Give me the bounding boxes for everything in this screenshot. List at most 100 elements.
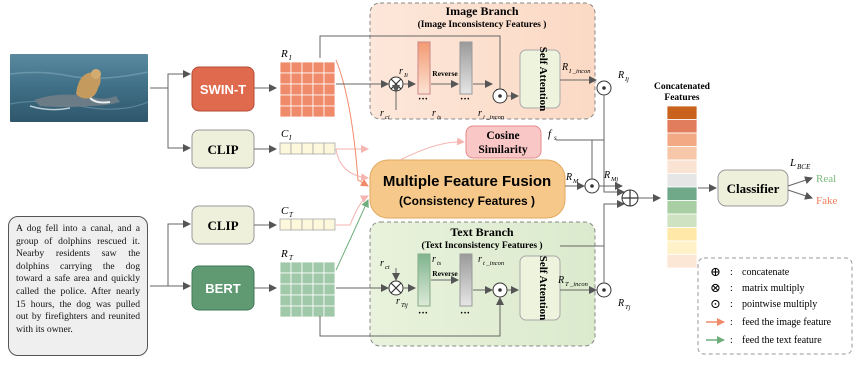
- ci-sub: I: [288, 134, 292, 142]
- fake-label: Fake: [816, 195, 838, 207]
- image-R-I-incon: R: [561, 62, 568, 73]
- clip-image-label: CLIP: [207, 142, 238, 157]
- clip-image-feature-cell: [312, 142, 325, 155]
- text-feature-cell: [301, 305, 314, 318]
- ct-label: C: [281, 205, 289, 217]
- clip-text-feature-cell: [312, 218, 325, 231]
- cosine-similarity-box: [465, 125, 542, 159]
- image-feature-cell: [323, 83, 336, 96]
- text-r-ts-sub: ts: [437, 260, 442, 267]
- image-r-i-incon: r: [478, 108, 482, 119]
- image-r-ci-sub: ci: [385, 114, 390, 121]
- legend-concat-colon: :: [730, 267, 733, 278]
- image-feature-cell: [301, 61, 314, 74]
- clip-text-feature-cell: [323, 218, 336, 231]
- legend-matrix-icon: ⊗: [710, 280, 721, 295]
- clip-image-feature: [279, 142, 336, 155]
- image-feature-cell: [279, 83, 292, 96]
- image-feature-cell: [290, 94, 303, 107]
- classifier-label: Classifier: [727, 181, 780, 196]
- image-feature-cell: [279, 105, 292, 118]
- image-feature-cell: [312, 61, 325, 74]
- image-feature-cell: [290, 105, 303, 118]
- text-reverse-label: Reverse: [432, 269, 458, 278]
- ct-sub: T: [289, 211, 294, 219]
- clip-image-feature-cell: [323, 142, 336, 155]
- image-feature-cell: [301, 83, 314, 96]
- R-Tj-sub: Tj: [625, 304, 631, 311]
- image-feature-cell: [279, 72, 292, 85]
- concatenated-feature-cell: [666, 200, 698, 215]
- legend-matrix-text: matrix multiply: [742, 283, 805, 294]
- text-feature-cell: [301, 261, 314, 274]
- image-branch-subtitle: (Image Inconsistency Features ): [418, 19, 547, 30]
- image-feature-cell: [279, 94, 292, 107]
- text-r-tj-sub: Tij: [401, 302, 408, 309]
- text-feature-cell: [279, 305, 292, 318]
- R-Mj-sub: Mj: [610, 176, 618, 183]
- image-r-is: r: [432, 108, 436, 119]
- ri-label: R: [280, 48, 288, 60]
- legend-pointwise-colon: :: [730, 299, 733, 310]
- concatenated-feature-cell: [666, 173, 698, 188]
- image-R-I-incon-sub: I _incon: [568, 68, 590, 75]
- legend-text-colon: :: [730, 335, 733, 346]
- concatenated-feature-cell: [666, 213, 698, 228]
- concatenated-feature-cell: [666, 132, 698, 147]
- concatenated-feature-cell: [666, 227, 698, 242]
- image-feature-cell: [312, 105, 325, 118]
- image-feature-cell: [323, 105, 336, 118]
- R-M-label: R: [565, 172, 572, 183]
- R-Ij-sub: Ij: [624, 76, 629, 83]
- swin-t-label: SWIN-T: [200, 82, 246, 97]
- input-text-caption: A dog fell into a canal, and a group of …: [8, 216, 148, 356]
- clip-image-feature-cell: [290, 142, 303, 155]
- image-ri-column: [417, 41, 431, 95]
- clip-image-feature-cell: [279, 142, 292, 155]
- text-r-ct-sub: ct: [385, 264, 390, 271]
- image-feature-grid: [279, 61, 336, 118]
- text-feature-cell: [279, 283, 292, 296]
- text-feature-cell: [323, 294, 336, 307]
- text-feature-cell: [290, 283, 303, 296]
- text-feature-cell: [323, 305, 336, 318]
- text-feature-cell: [312, 261, 325, 274]
- legend-concat-text: concatenate: [742, 267, 790, 278]
- text-r-ts: r: [432, 254, 436, 265]
- image-feature-cell: [323, 94, 336, 107]
- image-feature-cell: [290, 83, 303, 96]
- image-r-ci: r: [380, 108, 384, 119]
- image-ellipsis-1: ···: [418, 94, 428, 105]
- image-feature-cell: [312, 83, 325, 96]
- image-feature-cell: [301, 72, 314, 85]
- image-feature-cell: [323, 72, 336, 85]
- cosine-line2: Similarity: [478, 144, 527, 156]
- text-feature-cell: [323, 283, 336, 296]
- clip-text-feature-cell: [290, 218, 303, 231]
- image-self-attention: [519, 49, 561, 109]
- loss-sub: BCE: [797, 163, 811, 171]
- text-feature-cell: [312, 294, 325, 307]
- text-feature-cell: [301, 294, 314, 307]
- clip-text-label: CLIP: [207, 218, 238, 233]
- text-feature-cell: [323, 272, 336, 285]
- caption-text: A dog fell into a canal, and a group of …: [16, 223, 140, 335]
- concatenated-feature-cell: [666, 159, 698, 174]
- clip-text-feature-cell: [279, 218, 292, 231]
- legend-concat-icon: ⊕: [710, 264, 721, 279]
- rt-label: R: [280, 248, 288, 260]
- concatenated-features-column: [666, 105, 698, 269]
- text-R-T-incon-sub: T _incon: [565, 281, 588, 288]
- text-feature-cell: [290, 294, 303, 307]
- image-r-i-incon-sub: i _incon: [483, 114, 504, 121]
- text-ellipsis-1: ···: [418, 308, 428, 319]
- cosine-line1: Cosine: [486, 130, 519, 142]
- concat-title-1: Concatenated: [654, 82, 711, 92]
- text-branch-subtitle: (Text Inconsistency Features ): [421, 240, 542, 251]
- concatenated-feature-cell: [666, 240, 698, 255]
- image-r-ii-sub: Ii: [403, 72, 408, 79]
- legend-pointwise-text: pointwise multiply: [742, 299, 817, 310]
- image-r-ii: r: [399, 66, 403, 77]
- text-R-T-incon: R: [557, 275, 564, 286]
